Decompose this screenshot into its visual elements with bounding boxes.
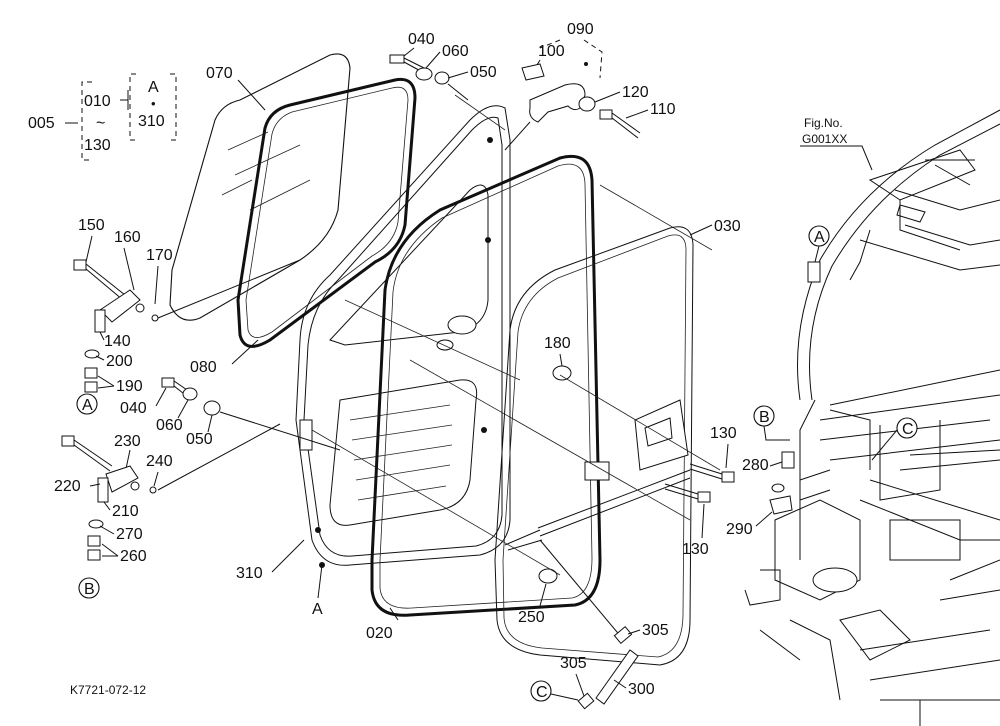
callout-305-upper: 305 bbox=[642, 622, 669, 639]
callout-a-frame: A bbox=[312, 601, 323, 618]
dot-mark: • bbox=[151, 96, 156, 111]
gas-strut: 305 305 300 C bbox=[530, 539, 669, 710]
ref-b-left: B bbox=[84, 581, 95, 598]
callout-050-top: 050 bbox=[470, 64, 497, 81]
ref-circle-c-right bbox=[896, 417, 918, 439]
callout-005: 005 bbox=[28, 115, 55, 132]
hardware-top: 040 060 050 bbox=[389, 31, 497, 101]
drawing-code: K7721-072-12 bbox=[70, 683, 146, 697]
ref-a-right: A bbox=[814, 229, 825, 246]
callout-040-mid: 040 bbox=[120, 400, 147, 417]
callout-280: 280 bbox=[742, 457, 769, 474]
callout-190: 190 bbox=[116, 378, 143, 395]
callout-110: 110 bbox=[650, 101, 676, 118]
door-frame: 310 A bbox=[236, 105, 511, 618]
callout-050-mid: 050 bbox=[186, 431, 213, 448]
callout-160: 160 bbox=[114, 229, 141, 246]
ref-circle-c-bottom bbox=[530, 680, 552, 702]
callout-220: 220 bbox=[54, 478, 81, 495]
callout-060-mid: 060 bbox=[156, 417, 183, 434]
kit-bracket-group: 005 010 ~ 130 A • 310 bbox=[28, 73, 177, 161]
bolts-130: 130 130 bbox=[664, 425, 737, 558]
callout-010: 010 bbox=[84, 93, 111, 110]
door-glass-070: 070 bbox=[169, 53, 351, 321]
tilde-mark: ~ bbox=[96, 115, 105, 132]
callout-140: 140 bbox=[104, 333, 131, 350]
callout-310-kit: 310 bbox=[138, 113, 165, 130]
callout-090: 090 bbox=[567, 21, 594, 38]
callout-040-top: 040 bbox=[408, 31, 435, 48]
fig-no-code: G001XX bbox=[802, 132, 847, 146]
lower-hinge: 230 240 220 210 270 260 B bbox=[54, 423, 281, 599]
ref-a-left: A bbox=[82, 397, 93, 414]
ref-c-right: C bbox=[902, 421, 914, 438]
ref-circle-a-left bbox=[76, 393, 98, 415]
callout-130-upper: 130 bbox=[710, 425, 737, 442]
fig-no-label: Fig.No. bbox=[804, 116, 843, 130]
callout-305-lower: 305 bbox=[560, 655, 587, 672]
door-seal-020: 020 bbox=[366, 154, 602, 642]
callout-290: 290 bbox=[726, 521, 753, 538]
callout-100: 100 bbox=[538, 43, 565, 60]
projection-lines bbox=[311, 94, 721, 576]
callout-270: 270 bbox=[116, 526, 143, 543]
callout-030: 030 bbox=[714, 218, 741, 235]
callout-310: 310 bbox=[236, 565, 263, 582]
callout-250: 250 bbox=[518, 609, 545, 626]
callout-130-lower: 130 bbox=[682, 541, 709, 558]
callout-210: 210 bbox=[112, 503, 139, 520]
door-frame-030: 030 bbox=[494, 218, 741, 666]
callout-130-kit: 130 bbox=[84, 137, 111, 154]
callout-230: 230 bbox=[114, 433, 141, 450]
callout-020: 020 bbox=[366, 625, 393, 642]
callout-150: 150 bbox=[78, 217, 105, 234]
leader-010 bbox=[120, 90, 129, 110]
cab-structure: Fig.No. G001XX A C B 280 bbox=[726, 109, 1000, 726]
ref-c-bottom: C bbox=[536, 684, 548, 701]
callout-070: 070 bbox=[206, 65, 233, 82]
upper-hinge: 150 160 170 140 200 190 A bbox=[73, 217, 301, 415]
bracket-right-left bbox=[129, 73, 136, 141]
ref-circle-b-left bbox=[78, 577, 100, 599]
callout-180: 180 bbox=[544, 335, 571, 352]
nuts: 180 250 bbox=[518, 335, 572, 626]
callout-a-kit: A bbox=[148, 79, 159, 96]
callout-300: 300 bbox=[628, 681, 655, 698]
callout-060-top: 060 bbox=[442, 43, 469, 60]
callout-260: 260 bbox=[120, 548, 147, 565]
hardware-mid: 040 060 050 bbox=[120, 377, 341, 451]
callout-240: 240 bbox=[146, 453, 173, 470]
glass-seal-080: 080 bbox=[190, 77, 417, 376]
callout-080: 080 bbox=[190, 359, 217, 376]
callout-200: 200 bbox=[106, 353, 133, 370]
ref-b-right: B bbox=[759, 409, 770, 426]
callout-120: 120 bbox=[622, 84, 649, 101]
bracket-right-right bbox=[170, 73, 177, 141]
bracket-left bbox=[81, 81, 92, 161]
handle-assembly: 090 100 120 110 bbox=[504, 21, 676, 151]
callout-170: 170 bbox=[146, 247, 173, 264]
